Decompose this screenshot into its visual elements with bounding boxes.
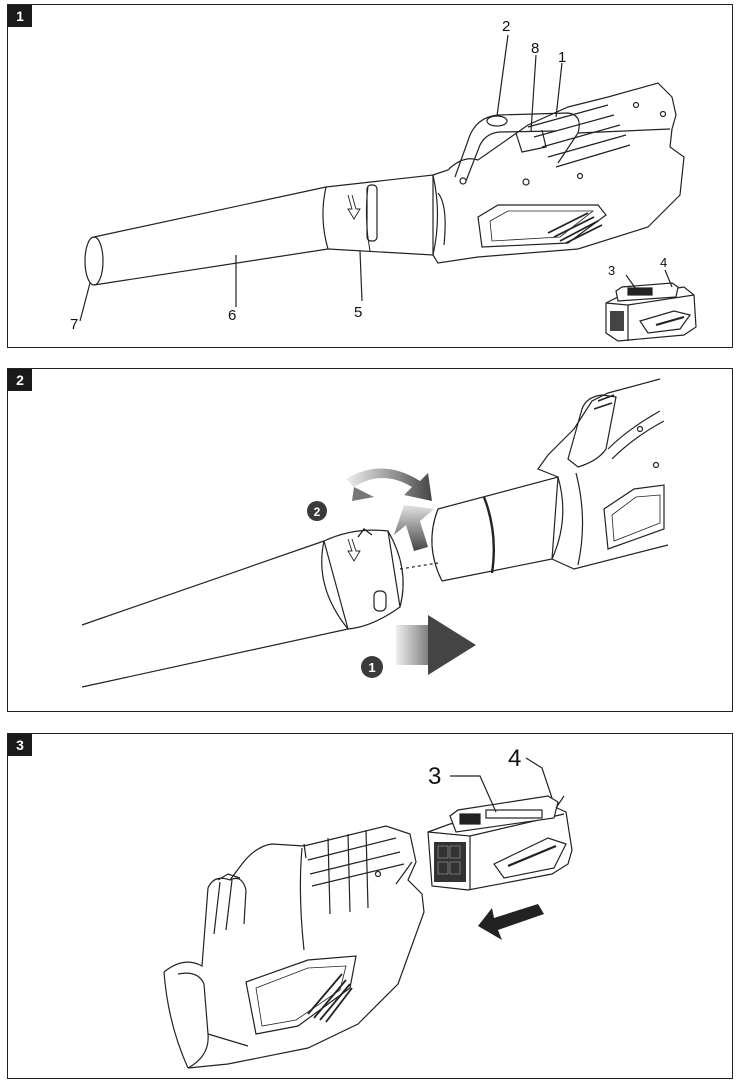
callout-label-6: 6: [228, 307, 236, 324]
callout-label-3: 3: [608, 263, 615, 278]
step-marker-2: 2: [307, 501, 327, 521]
callout-label-3: 3: [428, 763, 441, 790]
step-marker-1: 1: [361, 656, 383, 678]
callout-label-5: 5: [354, 304, 362, 321]
rotate-arrow-icon: [346, 468, 434, 551]
blower-tube-icon: [84, 174, 439, 286]
svg-text:2: 2: [314, 505, 321, 519]
panel-number-badge: 3: [8, 734, 32, 756]
insert-arrow-icon: [478, 904, 544, 940]
callout-label-4: 4: [508, 745, 521, 772]
panel-number-badge: 1: [8, 5, 32, 27]
battery-pack-icon: [427, 795, 573, 891]
callout-label-4: 4: [660, 255, 667, 270]
push-arrow-icon: [396, 615, 476, 675]
battery-pack-icon: [605, 282, 697, 342]
blower-body-icon: [432, 82, 685, 264]
tube-attach-illustration: 1 2: [81, 378, 669, 688]
figure-panel-1: 1: [7, 4, 733, 348]
figure-panel-2: 2: [7, 368, 733, 712]
callout-label-8: 8: [531, 40, 539, 57]
svg-text:1: 1: [368, 660, 375, 675]
blower-overview-illustration: 2 8 1 5 6 7 3 4: [70, 18, 697, 342]
figure-panel-3: 3: [7, 733, 733, 1079]
callout-label-2: 2: [502, 18, 510, 35]
panel-number-badge: 2: [8, 369, 32, 391]
callout-label-1: 1: [558, 49, 566, 66]
battery-insert-illustration: 3 4: [163, 745, 573, 1069]
callout-label-7: 7: [70, 316, 78, 333]
